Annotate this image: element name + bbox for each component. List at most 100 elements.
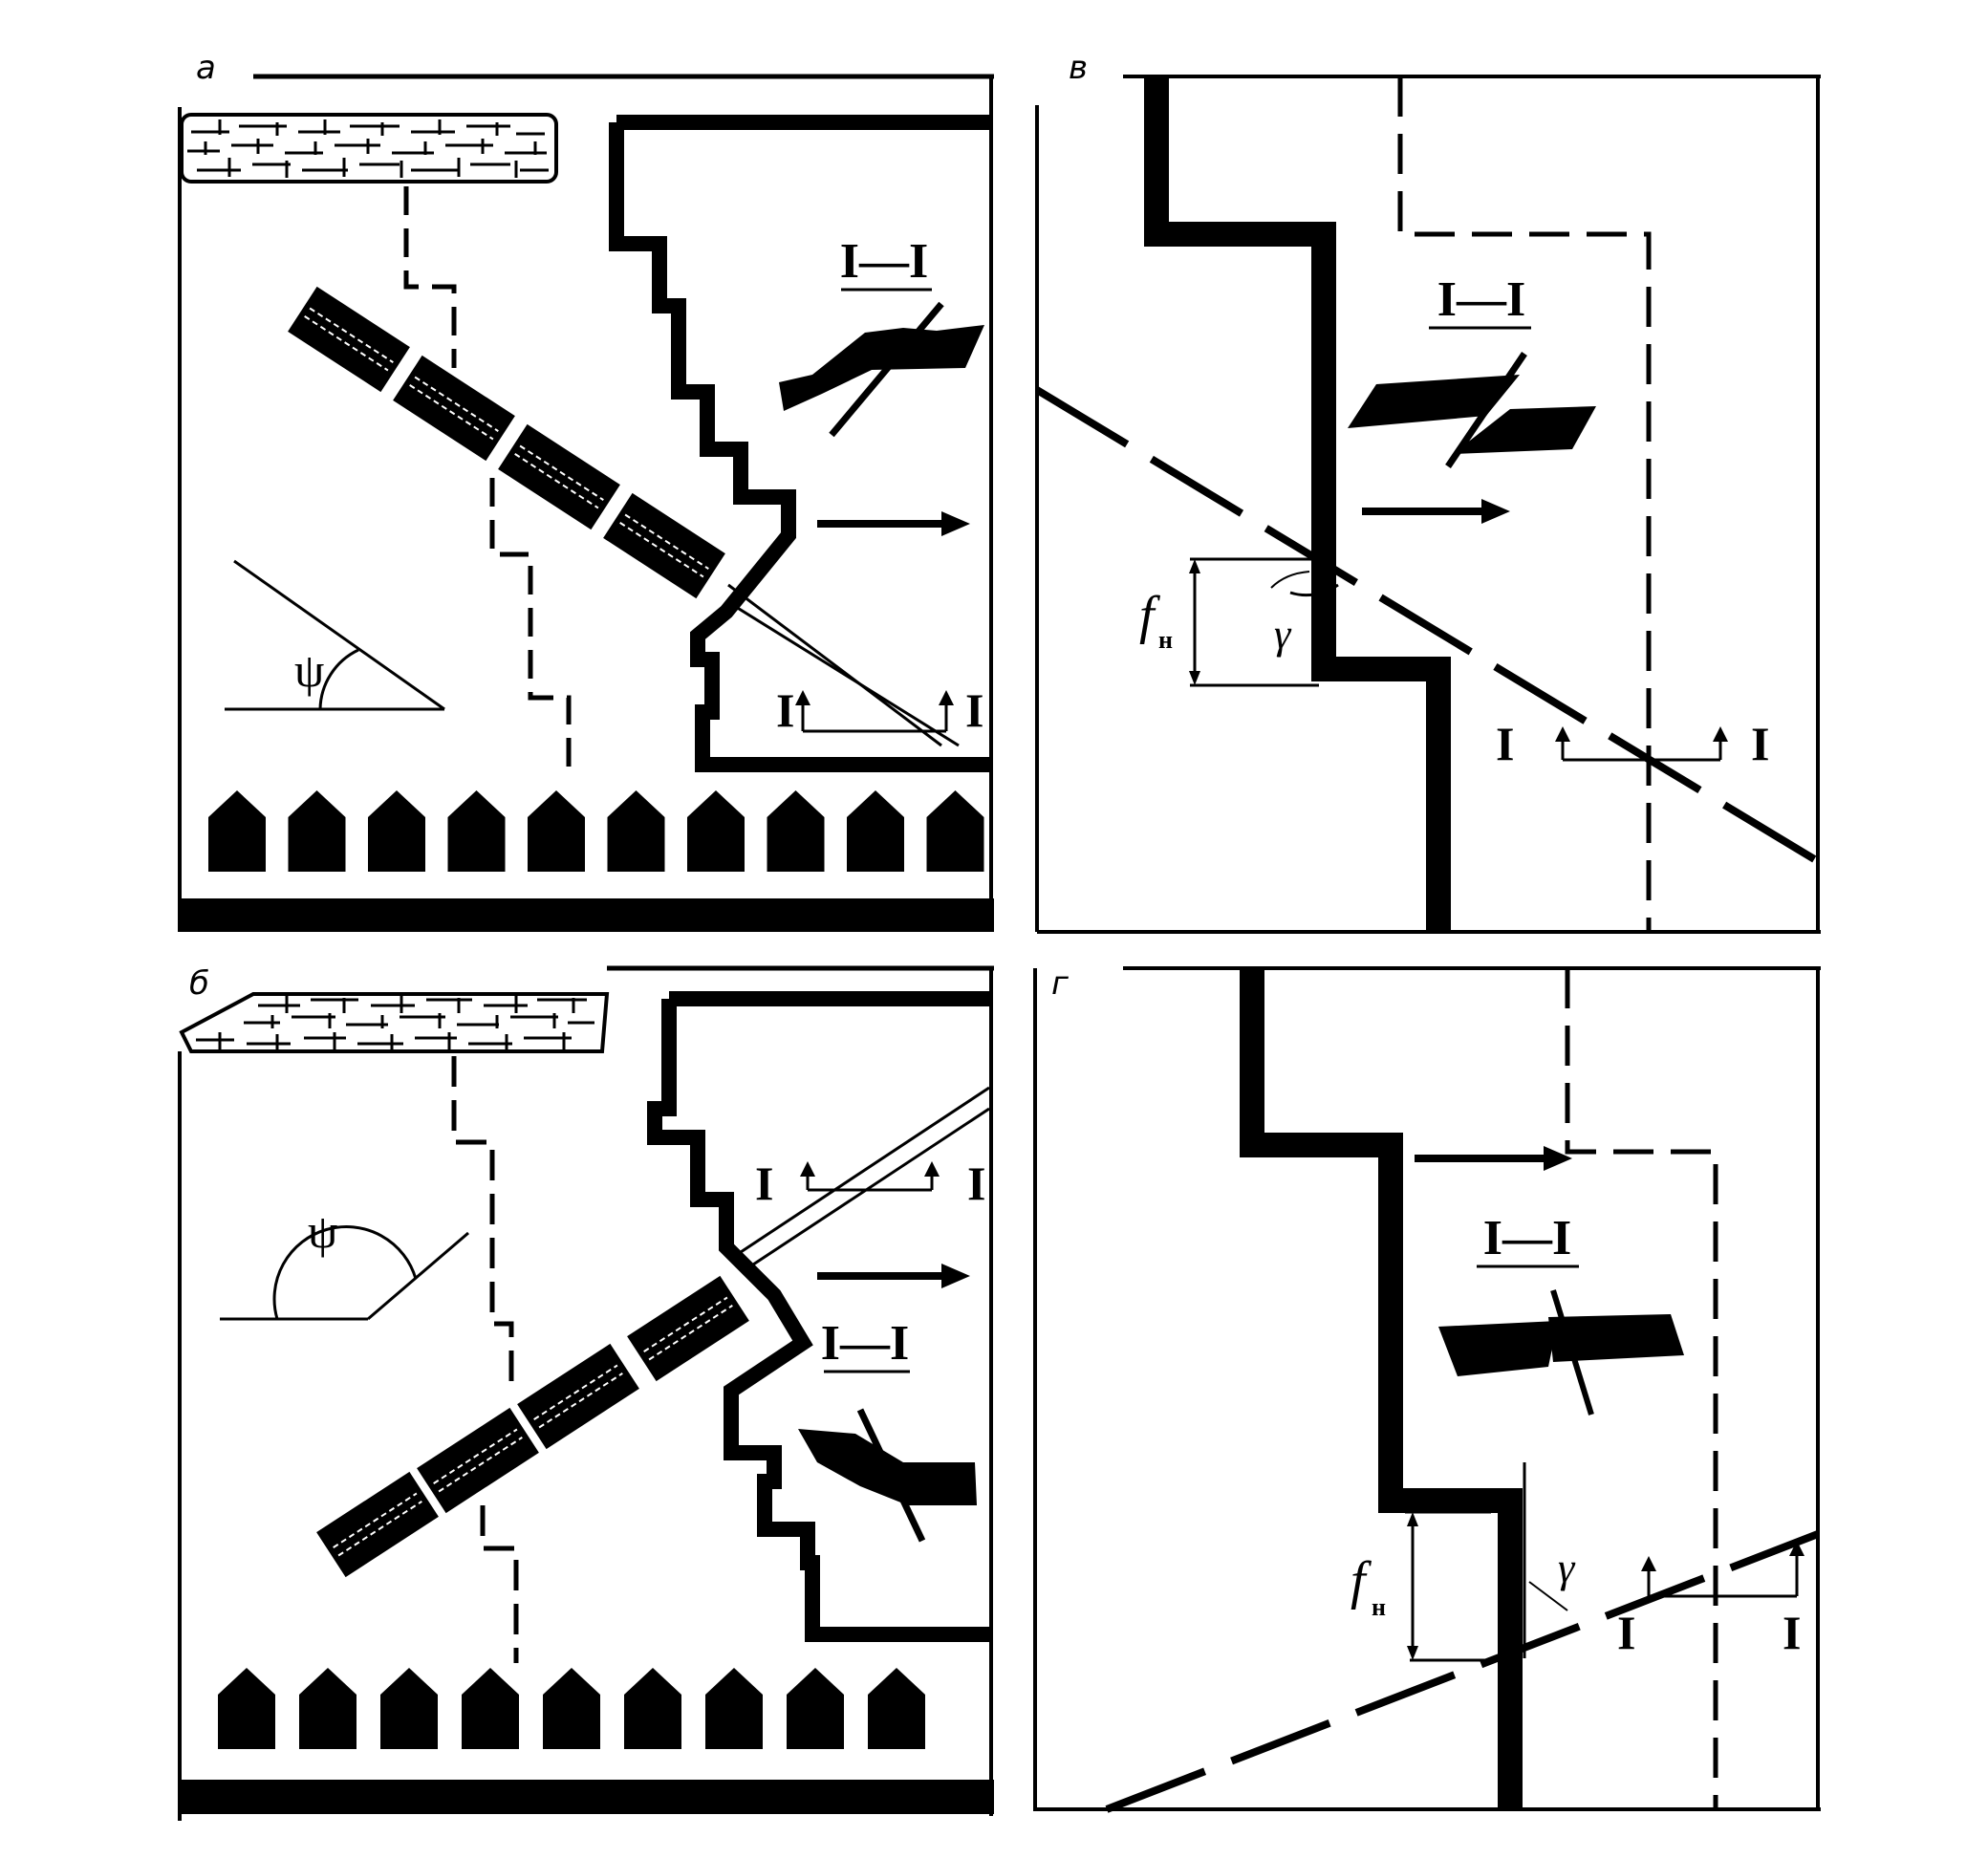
house-icon: [528, 790, 585, 872]
panel-v-section-fault: [1445, 352, 1527, 468]
panel-g-section-title: I—I: [1483, 1211, 1571, 1265]
panel-b-letter: б: [189, 964, 209, 1003]
panel-v-letter: в: [1069, 49, 1088, 87]
panel-v-section-shape-right: [1453, 406, 1596, 454]
arrow-up-icon: [1713, 726, 1728, 742]
house-icon: [767, 790, 825, 872]
panel-g: г f н γ I—I I I: [1033, 964, 1821, 1813]
panel-a-mark-right: I: [965, 683, 983, 737]
arrow-down-icon: [1189, 671, 1200, 685]
panel-g-section-shape-right: [1548, 1314, 1684, 1362]
panel-g-letter: г: [1051, 964, 1070, 1003]
panel-v-arrow-icon: [1362, 499, 1510, 524]
arrow-up-icon: [1407, 1512, 1418, 1526]
panel-b-building: [647, 991, 991, 1642]
panel-a-seam-line-1: [727, 583, 942, 747]
house-icon: [926, 790, 984, 872]
panel-v-mark-left: I: [1496, 717, 1514, 770]
arrow-down-icon: [1407, 1646, 1418, 1660]
panel-a-dashed-lower: [489, 478, 572, 774]
arrow-up-icon: [1641, 1556, 1656, 1571]
house-icon: [705, 1668, 763, 1749]
arrow-up-icon: [939, 690, 954, 705]
panel-v-fault-crack: [1289, 583, 1339, 597]
house-icon: [218, 1668, 275, 1749]
house-icon: [624, 1668, 681, 1749]
panel-b-section-fault: [856, 1408, 926, 1543]
panel-g-mark-left: I: [1617, 1606, 1635, 1659]
panel-v-section-shape-left: [1348, 375, 1520, 428]
house-icon: [787, 1668, 844, 1749]
panel-g-seam-line: [1105, 1530, 1820, 1813]
arrow-up-icon: [795, 690, 810, 705]
panel-b-mark-right: I: [967, 1156, 985, 1210]
arrow-up-icon: [1189, 559, 1200, 573]
panel-v-displacement-subscript: н: [1158, 626, 1173, 654]
panel-g-building: [1240, 968, 1523, 1809]
panel-b-angle-sketch: [220, 1225, 469, 1321]
house-icon: [288, 790, 346, 872]
panel-b: б: [178, 964, 994, 1821]
panel-g-displacement-subscript: н: [1372, 1593, 1386, 1621]
panel-a-arrow-icon: [817, 511, 970, 536]
panel-a-ground-bar: [180, 898, 994, 932]
arrow-up-icon: [1555, 726, 1570, 742]
panel-b-seam-line-1: [740, 1086, 990, 1254]
panel-v-seam-line: [1034, 386, 1819, 864]
panel-g-mark-right: I: [1783, 1606, 1801, 1659]
panel-g-arrow-icon: [1415, 1146, 1572, 1171]
panel-g-angle-arc: [1528, 1581, 1568, 1611]
panel-a-houses: [208, 790, 984, 872]
panel-a-seam-blocks: [288, 286, 725, 599]
panel-a-rock-layer: [180, 113, 558, 184]
house-icon: [299, 1668, 357, 1749]
house-icon: [868, 1668, 925, 1749]
panel-g-section-fault: [1550, 1289, 1594, 1416]
house-icon: [368, 790, 425, 872]
panel-a-section-title: I—I: [840, 234, 928, 289]
panel-g-dashed-outline: [1565, 968, 1718, 1809]
panel-v-building: [1144, 76, 1451, 932]
panel-b-dashed-lower: [480, 1505, 519, 1663]
house-icon: [447, 790, 506, 872]
panel-v: в f н γ I—I I I: [1034, 49, 1821, 934]
panel-a-angle-symbol: ψ: [294, 643, 324, 697]
panel-g-section-shape-left: [1438, 1321, 1558, 1376]
arrow-up-icon: [800, 1161, 815, 1177]
panel-a-building: [609, 115, 991, 772]
panel-b-seam-blocks: [316, 1275, 749, 1578]
panel-g-section-bracket: [1647, 1553, 1799, 1598]
house-icon: [208, 790, 266, 872]
panel-a: а: [178, 49, 994, 932]
panel-v-mark-right: I: [1751, 717, 1769, 770]
panel-a-dashed-upper: [403, 186, 457, 368]
panel-a-seam-line-2: [727, 600, 960, 747]
house-icon: [462, 1668, 519, 1749]
panel-a-section-shape: [779, 325, 984, 411]
panel-v-section-title: I—I: [1437, 272, 1525, 327]
house-icon: [380, 1668, 438, 1749]
house-icon: [847, 790, 904, 872]
arrow-up-icon: [1789, 1541, 1804, 1556]
panel-a-letter: а: [196, 49, 216, 87]
panel-b-houses: [218, 1668, 925, 1749]
house-icon: [607, 790, 665, 872]
panel-a-angle-sketch: [225, 559, 445, 711]
panel-a-section-fault: [829, 301, 944, 438]
panel-b-ground-bar: [180, 1780, 994, 1814]
panel-v-dashed-outline: [1397, 76, 1652, 932]
house-icon: [543, 1668, 600, 1749]
panel-v-angle-symbol: γ: [1274, 611, 1292, 658]
panel-b-angle-symbol: ψ: [308, 1204, 337, 1258]
house-icon: [687, 790, 745, 872]
panel-g-angle-symbol: γ: [1558, 1545, 1576, 1591]
panel-b-rock-layer: [179, 992, 610, 1053]
panel-b-dashed-upper: [451, 1056, 514, 1381]
panel-g-displacement-symbol: f: [1351, 1551, 1372, 1610]
panel-v-angle-arc: [1270, 571, 1310, 589]
panel-b-seam-line-2: [749, 1107, 990, 1268]
panel-a-section-bracket: [801, 698, 948, 733]
panel-a-mark-left: I: [776, 683, 794, 737]
